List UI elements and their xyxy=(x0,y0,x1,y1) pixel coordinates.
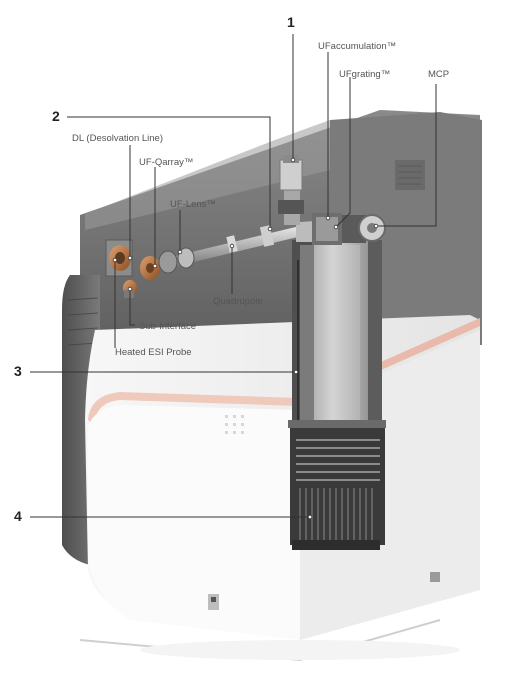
accumulation-column xyxy=(278,155,304,225)
lower-housing xyxy=(79,315,480,662)
label-ufgrating: UFgrating™ xyxy=(339,69,390,80)
callout-3: 3 xyxy=(14,363,22,379)
label-uf-lens: UF-Lens™ xyxy=(170,199,216,210)
callout-2: 2 xyxy=(52,108,60,124)
label-dl: DL (Desolvation Line) xyxy=(72,133,163,144)
callout-1: 1 xyxy=(287,14,295,30)
label-heated-esi-probe: Heated ESI Probe xyxy=(115,347,192,358)
label-uf-qarray: UF-Qarray™ xyxy=(139,157,193,168)
ion-source xyxy=(105,239,195,298)
label-mcp: MCP xyxy=(428,69,449,80)
callout-4: 4 xyxy=(14,508,22,524)
leader-lines xyxy=(30,34,437,518)
detector-stack xyxy=(288,420,386,550)
upper-housing xyxy=(80,110,482,345)
label-ufaccumulation: UFaccumulation™ xyxy=(318,41,396,52)
label-sub-interface: Sub-Interface xyxy=(139,321,196,332)
leader-dots xyxy=(112,157,379,520)
label-quadrupole: Quadrupole xyxy=(213,296,263,307)
